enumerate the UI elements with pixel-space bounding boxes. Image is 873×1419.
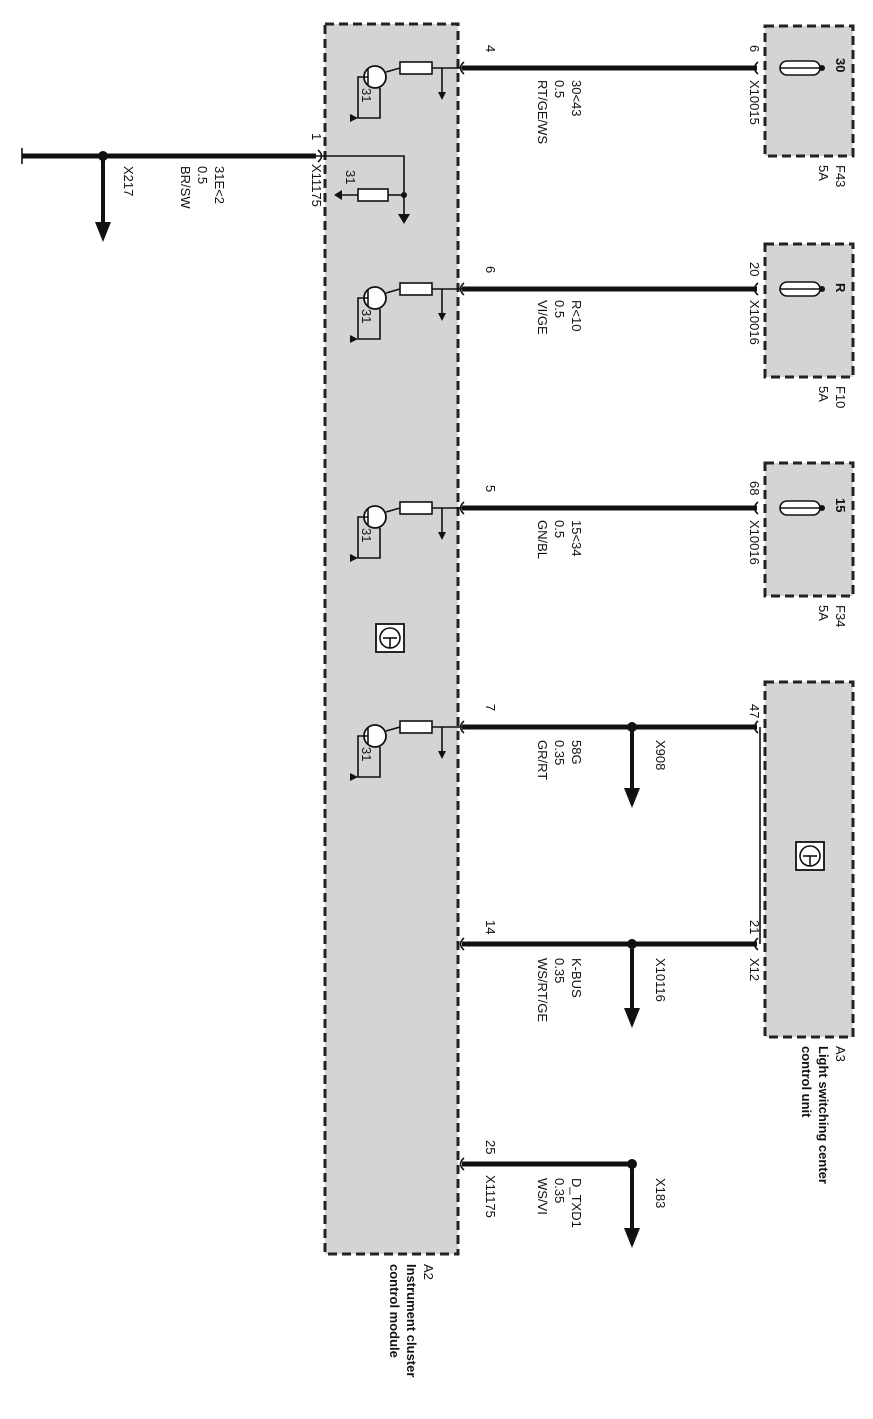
fuse-box-f34 — [763, 461, 855, 598]
wire-size: 0.35 — [552, 1178, 567, 1203]
branch-arrow-x217 — [95, 151, 111, 242]
ground-signal: 31E<2 — [212, 166, 227, 204]
fuse-connector-label: X10016 — [747, 300, 762, 345]
branch-arrow-x183 — [624, 1159, 640, 1248]
control-unit-icon — [795, 841, 825, 871]
wire-color: RT/GE/WS — [535, 80, 550, 144]
wire-size: 0.35 — [552, 958, 567, 983]
wire-size: 0.5 — [552, 520, 567, 538]
driver-circuit-pin6 — [350, 282, 462, 343]
wire-pin-label: 7 — [483, 704, 498, 711]
wire-size: 0.5 — [552, 80, 567, 98]
fuse-name: F43 — [833, 165, 848, 187]
wire-pin-label: 5 — [483, 485, 498, 492]
wire-branch-label: X183 — [653, 1178, 668, 1208]
ground-resistor-circuit — [316, 155, 410, 224]
ground-size: 0.5 — [195, 166, 210, 184]
a2-module-id: A2 — [421, 1264, 436, 1280]
ground-term-label: 31 — [359, 528, 374, 542]
fuse-terminal-label: 15 — [833, 498, 848, 512]
fuse-pin-label: 68 — [747, 481, 762, 495]
wire-signal: 30<43 — [569, 80, 584, 117]
wire-color: GN/BL — [535, 520, 550, 559]
fuse-name: F10 — [833, 386, 848, 408]
a3-module-desc: Light switching center — [816, 1046, 831, 1184]
wire-pin-label: 6 — [483, 266, 498, 273]
fuse-rating: 5A — [816, 386, 831, 402]
fuse-name: F34 — [833, 605, 848, 627]
driver-circuit-pin4 — [350, 61, 462, 122]
fuse-connector-label: X10015 — [747, 80, 762, 125]
fuse-terminal-label: R — [833, 283, 848, 293]
wire-signal: D_TXD1 — [569, 1178, 584, 1228]
driver-circuit-pin5 — [350, 501, 462, 562]
a3-module-desc: control unit — [799, 1046, 814, 1118]
a3-pin-label: 21 — [747, 920, 762, 934]
branch-arrow-x10116 — [624, 939, 640, 1028]
fuse-connector-label: X10016 — [747, 520, 762, 565]
wire-color: GR/RT — [535, 740, 550, 780]
a2-module-desc: Instrument cluster — [404, 1264, 419, 1377]
ground-branch-label: X217 — [121, 166, 136, 196]
wire-branch-label: X10116 — [653, 958, 668, 1002]
branch-arrow-x908 — [624, 722, 640, 808]
a3-module-id: A3 — [833, 1046, 848, 1062]
wire-color: WS/VI — [535, 1178, 550, 1215]
wire-size: 0.5 — [552, 300, 567, 318]
wire-color: VI/GE — [535, 300, 550, 335]
ground-term-label: 31 — [343, 170, 358, 184]
wire-size: 0.35 — [552, 740, 567, 765]
ground-term-label: 31 — [359, 88, 374, 102]
fuse-pin-label: 6 — [747, 45, 762, 52]
wire-signal: K-BUS — [569, 958, 584, 998]
wire-pin-label: 4 — [483, 45, 498, 52]
fuse-box-f43 — [763, 24, 855, 158]
wire-signal: 15<34 — [569, 520, 584, 557]
fuse-icon — [779, 281, 825, 297]
wire-signal: R<10 — [569, 300, 584, 331]
fuse-terminal-label: 30 — [833, 58, 848, 72]
wire-color: WS/RT/GE — [535, 958, 550, 1022]
wire-pin-label: 14 — [483, 920, 498, 934]
a3-pin-label: 47 — [747, 704, 762, 718]
a2-module-desc: control module — [387, 1264, 402, 1358]
a3-connector-label: X12 — [747, 958, 762, 981]
ground-term-label: 31 — [359, 309, 374, 323]
driver-circuit-pin7 — [350, 720, 462, 781]
ground-connector: X11175 — [309, 164, 324, 207]
wire-signal: 58G — [569, 740, 584, 765]
ground-color: BR/SW — [178, 166, 193, 209]
fuse-pin-label: 20 — [747, 262, 762, 276]
wire-connector-label: X11175 — [483, 1175, 498, 1218]
ground-term-label: 31 — [359, 747, 374, 761]
fuse-icon — [779, 500, 825, 516]
ground-pin: 1 — [309, 133, 324, 140]
fuse-icon — [779, 60, 825, 76]
fuse-box-f10 — [763, 242, 855, 379]
fuse-rating: 5A — [816, 605, 831, 621]
wire-pin-label: 25 — [483, 1140, 498, 1154]
control-unit-icon — [375, 623, 405, 653]
fuse-rating: 5A — [816, 165, 831, 181]
wire-branch-label: X908 — [653, 740, 668, 770]
